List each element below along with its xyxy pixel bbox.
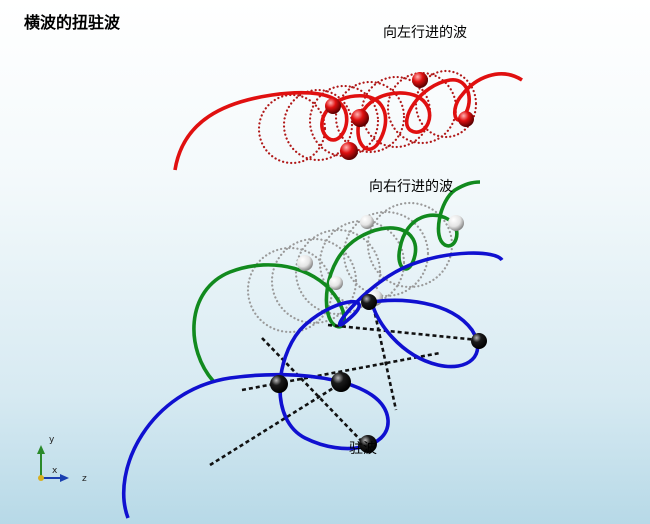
standing-wave-dashed-lines: [209, 299, 479, 467]
standing-wave-helix: [122, 251, 504, 519]
left-wave-ball: [412, 72, 428, 88]
left-wave-group: [173, 69, 523, 171]
right-wave-label: 向右行进的波: [369, 179, 453, 195]
right-wave-ball: [360, 215, 374, 229]
left-wave-ball: [325, 98, 341, 114]
left-wave-ball: [458, 111, 474, 127]
left-wave-label: 向左行进的波: [383, 25, 467, 41]
standing-wave-ball: [270, 375, 288, 393]
right-wave-ball: [297, 255, 313, 271]
axis-triad-icon: [37, 445, 69, 482]
standing-wave-ball: [361, 294, 377, 310]
right-wave-ball: [329, 276, 343, 290]
standing-wave-group: [122, 251, 504, 519]
left-wave-ball: [340, 142, 358, 160]
left-wave-ball: [351, 109, 369, 127]
axis-x-label: x: [52, 466, 58, 476]
axis-y-label: y: [49, 435, 55, 445]
right-wave-helix: [192, 180, 481, 384]
page-title: 横波的扭驻波: [24, 13, 121, 32]
standing-wave-label: 驻波: [349, 441, 377, 457]
right-wave-ball: [448, 215, 464, 231]
standing-wave-ball: [471, 333, 487, 349]
standing-wave-ball: [331, 372, 351, 392]
right-wave-dotted-rings: [246, 201, 454, 334]
standing-wave-ball: [359, 435, 377, 453]
right-wave-group: [192, 180, 481, 384]
axis-z-label: z: [82, 474, 87, 484]
